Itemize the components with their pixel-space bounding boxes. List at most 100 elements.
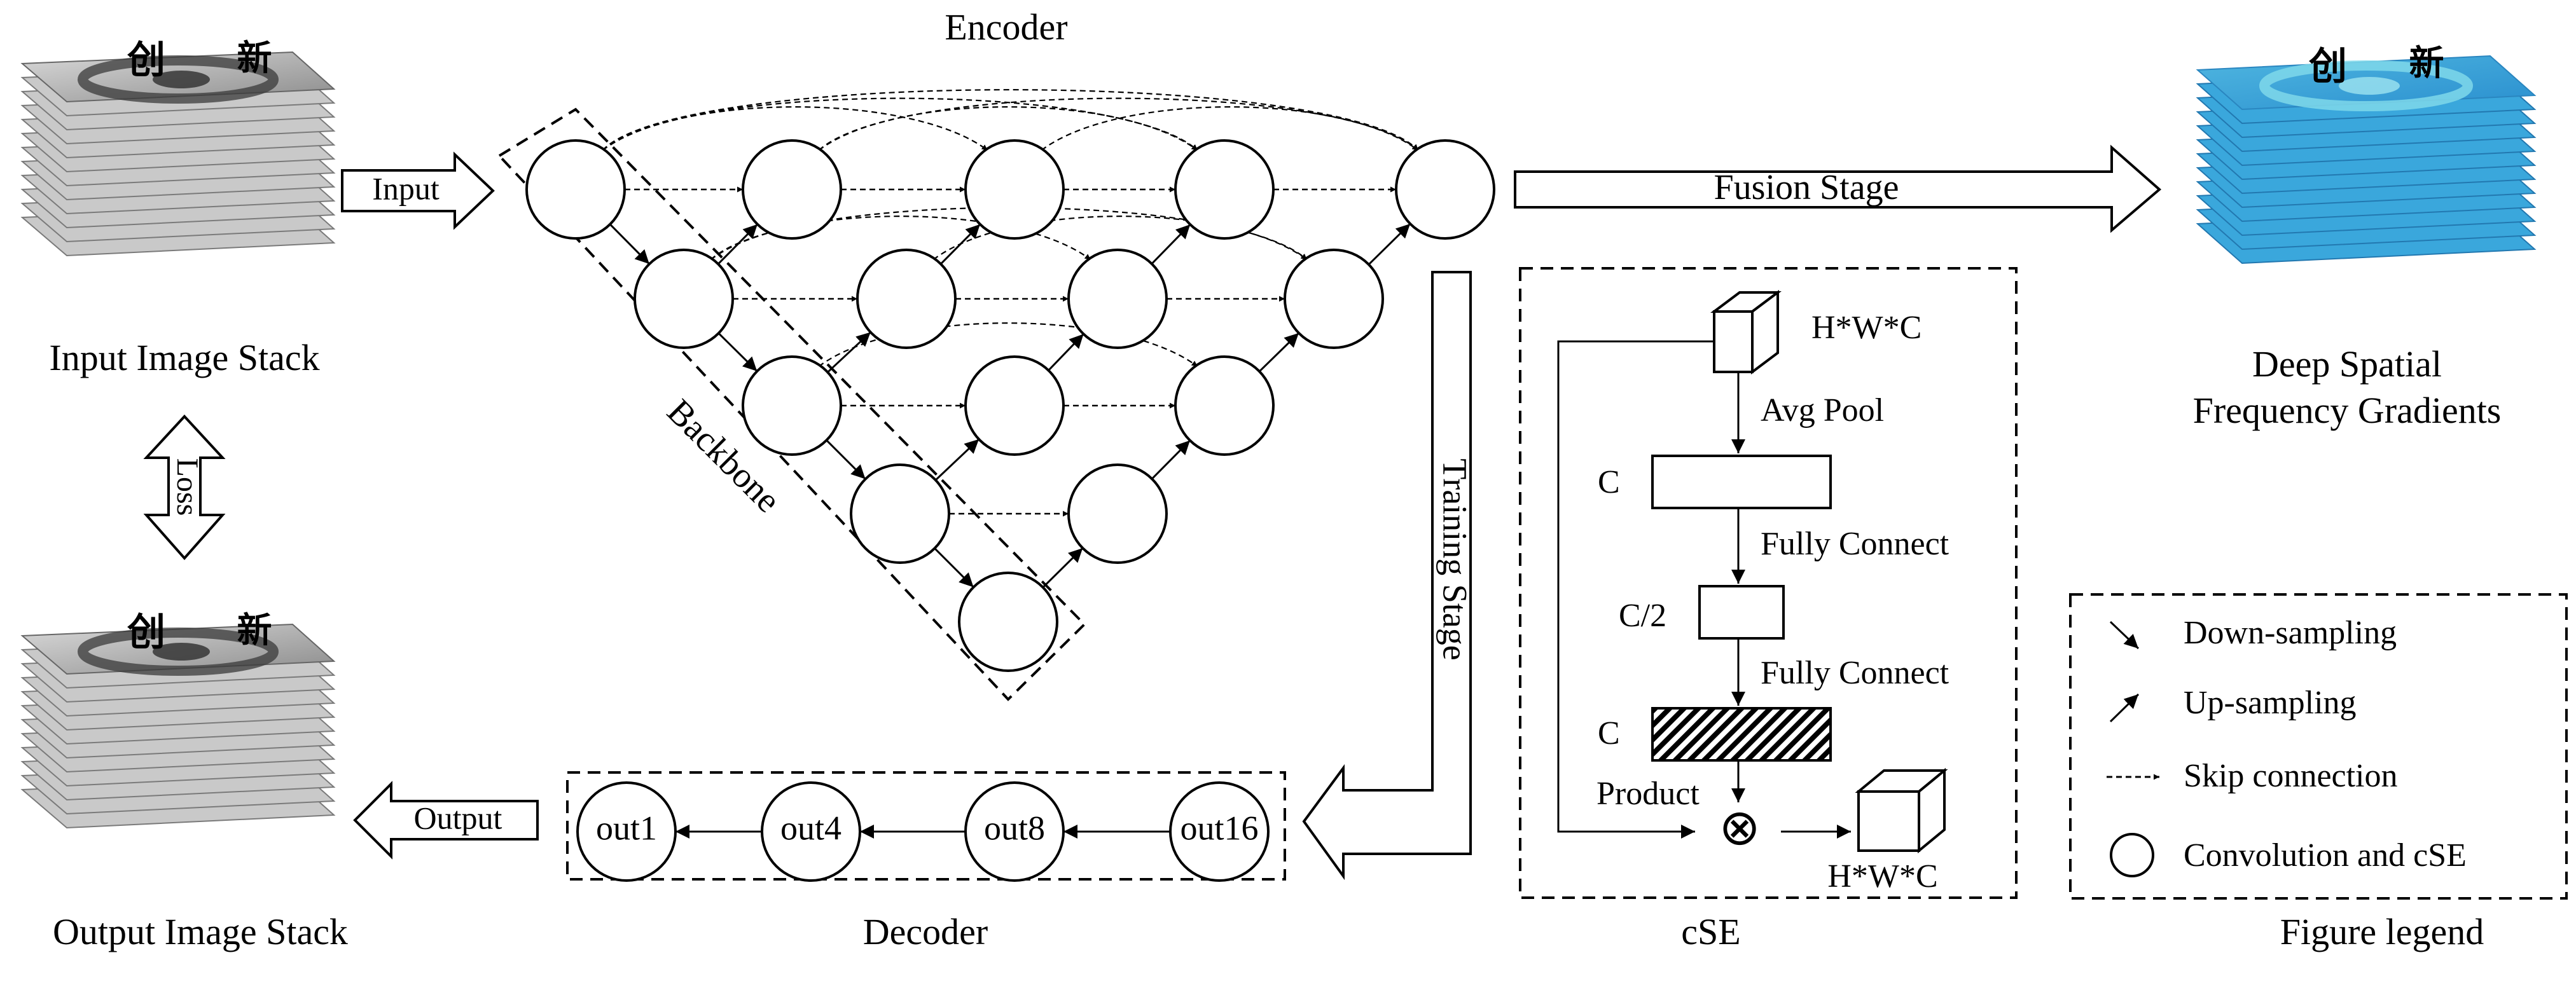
cse-output-dim: H*W*C bbox=[1827, 858, 1937, 895]
legend-conv-label: Convolution and cSE bbox=[2184, 837, 2467, 874]
cse-output-cube bbox=[1855, 767, 1948, 854]
output-image-stack: 创 新 bbox=[20, 611, 336, 829]
legend-caption: Figure legend bbox=[2280, 911, 2484, 952]
cse-fc1-label: Fully Connect bbox=[1761, 526, 1949, 562]
encoder-node bbox=[964, 139, 1065, 240]
encoder-node bbox=[1174, 139, 1275, 240]
cse-product-label: Product bbox=[1596, 776, 1700, 812]
cse-vector-c bbox=[1651, 455, 1832, 509]
decoder-node bbox=[761, 781, 861, 882]
stack-glyph: 创 bbox=[2309, 46, 2347, 88]
down-sampling-arrow bbox=[609, 223, 650, 265]
decoder-node-label: out1 bbox=[596, 809, 657, 847]
up-sampling-arrow-icon bbox=[2109, 693, 2140, 723]
input-arrow: Input bbox=[341, 151, 495, 230]
down-sampling-arrow bbox=[717, 333, 758, 372]
legend-up-label: Up-sampling bbox=[2184, 685, 2357, 721]
decoder-box bbox=[566, 771, 1286, 881]
cse-input-dim: H*W*C bbox=[1811, 310, 1922, 346]
stack-glyph: 新 bbox=[237, 611, 272, 650]
output-arrow-label: Output bbox=[414, 800, 502, 835]
gradient-stack-top-image: 创 新 bbox=[2196, 44, 2537, 111]
encoder-nodes bbox=[525, 139, 1495, 672]
skip-connection-arrow bbox=[818, 322, 1198, 367]
stack-glyph: 新 bbox=[237, 39, 272, 78]
down-sampling-arrow bbox=[934, 547, 974, 588]
encoder-node bbox=[1284, 249, 1384, 349]
stack-glyph: 创 bbox=[127, 39, 165, 81]
training-stage-arrow: Training Stage bbox=[1302, 271, 1474, 881]
encoder-connections bbox=[602, 89, 1419, 588]
cse-c-half-label: C/2 bbox=[1619, 598, 1666, 634]
figure-legend: Down-sampling Up-sampling Skip connectio… bbox=[2069, 593, 2568, 900]
cse-c2-label: C bbox=[1598, 715, 1620, 751]
encoder-node bbox=[742, 139, 842, 240]
skip-connection-arrow bbox=[932, 216, 1308, 261]
result-caption-line2: Frequency Gradients bbox=[2193, 390, 2502, 431]
input-arrow-label: Input bbox=[372, 170, 440, 206]
encoder-title: Encoder bbox=[945, 6, 1067, 48]
up-sampling-arrow bbox=[1042, 547, 1084, 588]
gradient-result-stack: 创 新 bbox=[2196, 44, 2537, 264]
decoder-node bbox=[1169, 781, 1270, 882]
encoder-node bbox=[1174, 355, 1275, 456]
cse-vector-c-half bbox=[1698, 585, 1785, 640]
decoder-node bbox=[576, 781, 677, 882]
encoder-node bbox=[1067, 249, 1168, 349]
decoder-node-label: out4 bbox=[780, 809, 841, 847]
encoder-node bbox=[1067, 463, 1168, 564]
input-image-stack: 创 新 bbox=[20, 39, 336, 257]
encoder-node bbox=[958, 572, 1058, 672]
up-sampling-arrow bbox=[1048, 333, 1084, 371]
stack-glyph: 创 bbox=[127, 612, 165, 654]
output-arrow: Output bbox=[353, 781, 539, 860]
up-sampling-arrow bbox=[1259, 332, 1299, 373]
multiply-icon: ⊗ bbox=[1719, 800, 1760, 855]
cse-block: H*W*C Avg Pool C Fully Connect C/2 Fully… bbox=[1519, 267, 2018, 899]
convolution-circle-icon bbox=[2110, 833, 2154, 877]
skip-connection-arrow bbox=[818, 97, 1419, 151]
up-sampling-arrow bbox=[934, 438, 980, 481]
legend-skip-label: Skip connection bbox=[2184, 758, 2398, 794]
encoder-node bbox=[742, 355, 842, 456]
skip-connection-arrow bbox=[818, 106, 1198, 151]
fusion-stage-arrow: Fusion Stage bbox=[1514, 144, 2162, 233]
decoder-title: Decoder bbox=[863, 911, 988, 952]
input-stack-caption: Input Image Stack bbox=[49, 337, 319, 378]
output-stack-caption: Output Image Stack bbox=[53, 911, 348, 952]
encoder-node bbox=[850, 463, 950, 564]
encoder-node bbox=[1395, 139, 1495, 240]
legend-box bbox=[2069, 593, 2568, 900]
up-sampling-arrow bbox=[1368, 223, 1411, 266]
encoder-node bbox=[856, 249, 957, 349]
training-stage-label: Training Stage bbox=[1436, 458, 1474, 661]
loss-double-arrow: Loss bbox=[143, 415, 226, 561]
cse-input-cube bbox=[1710, 290, 1782, 374]
result-caption-line1: Deep Spatial bbox=[2252, 343, 2442, 385]
encoder-node bbox=[525, 139, 626, 240]
cse-box bbox=[1519, 267, 2018, 899]
stack-glyph: 新 bbox=[2409, 44, 2444, 83]
up-sampling-arrow bbox=[827, 331, 871, 373]
up-sampling-arrow bbox=[1151, 439, 1191, 480]
cse-caption: cSE bbox=[1681, 911, 1740, 952]
skip-connection-arrow bbox=[602, 106, 988, 151]
cse-fc2-label: Fully Connect bbox=[1761, 655, 1949, 691]
loss-label: Loss bbox=[170, 458, 204, 516]
input-stack-top-image: 创 新 bbox=[20, 39, 336, 104]
decoder-node-label: out8 bbox=[984, 809, 1045, 847]
cse-channel-weights bbox=[1651, 707, 1832, 762]
output-stack-top-image: 创 新 bbox=[20, 611, 336, 676]
encoder-node bbox=[964, 355, 1065, 456]
down-sampling-arrow bbox=[826, 439, 866, 480]
cse-c1-label: C bbox=[1598, 464, 1620, 500]
cse-avg-pool-label: Avg Pool bbox=[1761, 392, 1884, 429]
skip-connection-arrow bbox=[1041, 106, 1419, 151]
legend-down-label: Down-sampling bbox=[2184, 615, 2397, 651]
encoder-node bbox=[634, 249, 734, 349]
skip-connection-arrow bbox=[602, 97, 1198, 151]
down-sampling-arrow-icon bbox=[2109, 621, 2140, 650]
decoder-node bbox=[964, 781, 1065, 882]
